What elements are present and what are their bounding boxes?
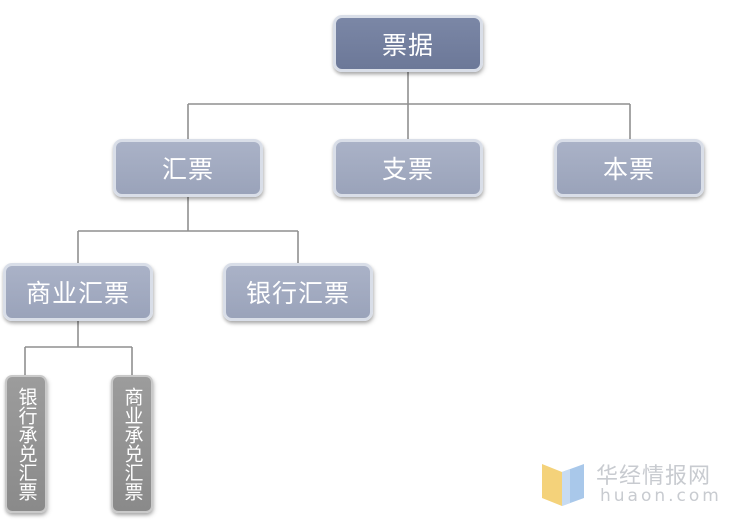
node-label: 银行汇票 bbox=[245, 279, 350, 308]
node-label: 本票 bbox=[602, 155, 655, 184]
watermark: 华经情报网 huaon.com bbox=[540, 458, 740, 514]
node-label: 银行承兑汇票 bbox=[15, 387, 38, 501]
watermark-url: huaon.com bbox=[600, 486, 722, 506]
node-bank-draft: 银行汇票 bbox=[223, 263, 373, 321]
watermark-name: 华经情报网 bbox=[596, 464, 712, 489]
node-zhipiao: 支票 bbox=[333, 139, 483, 197]
node-label: 商业汇票 bbox=[25, 279, 130, 308]
node-commercial-draft: 商业汇票 bbox=[3, 263, 153, 321]
node-label: 商业承兑汇票 bbox=[121, 387, 144, 501]
node-label: 汇票 bbox=[161, 155, 214, 184]
node-huipiao: 汇票 bbox=[113, 139, 263, 197]
node-commercial-acceptance-draft: 商业承兑汇票 bbox=[111, 375, 153, 513]
node-bank-acceptance-draft: 银行承兑汇票 bbox=[5, 375, 47, 513]
huaon-logo-icon bbox=[542, 464, 584, 506]
node-benpiao: 本票 bbox=[554, 139, 704, 197]
node-label: 票据 bbox=[381, 30, 434, 60]
node-root: 票据 bbox=[333, 15, 483, 72]
node-label: 支票 bbox=[381, 155, 434, 184]
